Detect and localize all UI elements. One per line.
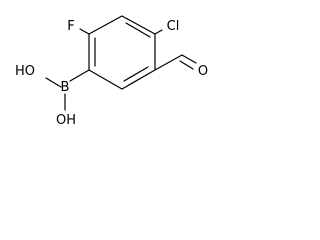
atom-label-hydroxyl-upper: HO xyxy=(15,64,35,79)
bond-aldehyde-double-inner xyxy=(179,60,194,70)
ring-bond-c4-c5 xyxy=(88,69,123,90)
bond-boron-oh-upper xyxy=(45,77,62,88)
molecule-drawing: F Cl B HO OH O xyxy=(15,15,208,128)
ring-bond-c3-c4 xyxy=(121,69,156,90)
bond-c-boron xyxy=(69,69,90,82)
ring-bond-c6-c1 xyxy=(88,15,123,35)
structure-diagram: F Cl B HO OH O xyxy=(0,0,232,138)
bond-aldehyde-double-outer xyxy=(181,54,197,64)
bond-c-aldehyde-carbon xyxy=(154,54,183,71)
ring-double-bond-inner-2 xyxy=(123,66,149,82)
atom-label-boron: B xyxy=(61,80,70,95)
benzene-ring xyxy=(88,15,156,90)
ring-double-bond-inner-1 xyxy=(125,22,151,38)
atom-label-chlorine: Cl xyxy=(167,19,180,34)
atom-label-fluorine: F xyxy=(67,19,74,34)
bond-c-chlorine xyxy=(154,29,163,35)
atom-label-hydroxyl-lower: OH xyxy=(56,113,76,128)
atom-label-aldehyde-oxygen: O xyxy=(198,64,208,79)
bond-c-fluorine xyxy=(79,28,90,35)
ring-bond-c1-c2 xyxy=(121,15,156,35)
